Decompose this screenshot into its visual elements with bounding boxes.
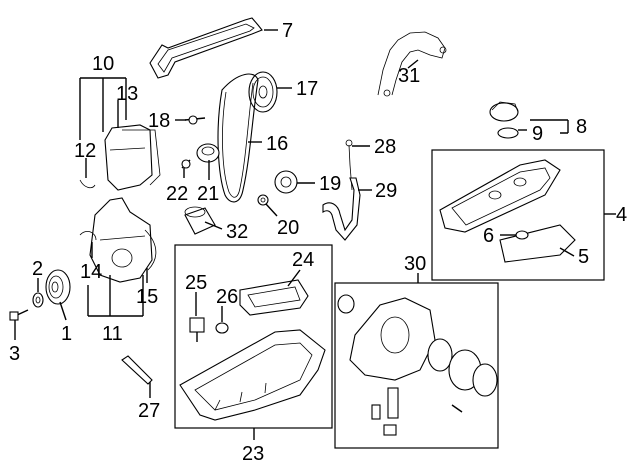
part-9-gasket bbox=[497, 127, 519, 139]
callout-30: 30 bbox=[404, 253, 426, 275]
part-26-seal bbox=[215, 322, 229, 334]
part-12-seal bbox=[79, 179, 96, 189]
callout-14: 14 bbox=[80, 261, 102, 283]
callout-6: 6 bbox=[483, 225, 494, 247]
callout-9: 9 bbox=[532, 123, 543, 145]
callout-3: 3 bbox=[9, 343, 20, 365]
callout-20: 20 bbox=[277, 217, 299, 239]
callout-23: 23 bbox=[242, 443, 264, 465]
part-2-washer bbox=[32, 292, 44, 308]
callout-26: 26 bbox=[216, 286, 238, 308]
callout-11: 11 bbox=[102, 323, 123, 345]
part-15-seal bbox=[144, 229, 157, 271]
leader-lines bbox=[14, 29, 616, 440]
part-16-timing-belt bbox=[217, 73, 259, 203]
callout-25: 25 bbox=[185, 272, 207, 294]
part-8-oil-cap bbox=[489, 101, 519, 122]
callout-10: 10 bbox=[92, 53, 114, 75]
callout-17: 17 bbox=[296, 78, 318, 100]
callout-22: 22 bbox=[166, 183, 188, 205]
part-3-bolt bbox=[9, 309, 29, 321]
part-4-valve-cover bbox=[439, 159, 561, 233]
callout-15: 15 bbox=[136, 286, 158, 308]
callout-4: 4 bbox=[616, 204, 627, 226]
part-14-seal bbox=[79, 230, 97, 241]
part-11-lower-timing-cover bbox=[89, 197, 153, 283]
part-24-oil-baffle bbox=[239, 279, 309, 316]
callout-8: 8 bbox=[576, 116, 587, 138]
callout-7: 7 bbox=[282, 20, 293, 42]
callout-28: 28 bbox=[374, 136, 396, 158]
valve-cover-group-box bbox=[431, 149, 605, 281]
part-7-valve-cover-gasket bbox=[149, 17, 263, 79]
part-19-idler-pulley bbox=[274, 170, 298, 194]
part-23-oil-pan bbox=[179, 329, 326, 421]
part-22-bolt bbox=[181, 159, 191, 169]
callout-2: 2 bbox=[32, 258, 43, 280]
part-21-tensioner bbox=[196, 143, 220, 163]
part-5-gasket bbox=[499, 224, 576, 263]
callout-24: 24 bbox=[292, 249, 314, 271]
part-13-upper-timing-cover bbox=[104, 124, 161, 191]
part-32-oil-filter bbox=[184, 206, 216, 235]
part-18-bolt bbox=[184, 115, 206, 125]
part-1-crank-pulley bbox=[45, 269, 71, 305]
callout-31: 31 bbox=[398, 65, 420, 87]
callout-29: 29 bbox=[375, 180, 397, 202]
part-29-dipstick-tube bbox=[322, 177, 361, 241]
part-25-oil-pickup bbox=[189, 317, 205, 342]
callout-1: 1 bbox=[61, 323, 72, 345]
callout-5: 5 bbox=[578, 246, 589, 268]
callout-labels: 7 31 17 18 16 22 21 19 20 32 28 29 10 13… bbox=[9, 20, 627, 465]
callout-12: 12 bbox=[74, 140, 96, 162]
part-30-oil-pump bbox=[337, 294, 498, 436]
callout-18: 18 bbox=[148, 110, 170, 132]
callout-32: 32 bbox=[226, 221, 248, 243]
callout-16: 16 bbox=[266, 133, 288, 155]
callout-19: 19 bbox=[319, 173, 341, 195]
part-27-pin bbox=[121, 355, 153, 385]
callout-21: 21 bbox=[197, 183, 219, 205]
oil-pump-group-box bbox=[334, 282, 499, 449]
part-31-rear-gasket bbox=[377, 31, 447, 97]
part-20-bolt bbox=[257, 194, 269, 206]
callout-13: 13 bbox=[116, 83, 138, 105]
part-17-cam-sprocket bbox=[248, 71, 278, 113]
part-6-seal bbox=[515, 230, 529, 240]
callout-27: 27 bbox=[138, 400, 160, 422]
